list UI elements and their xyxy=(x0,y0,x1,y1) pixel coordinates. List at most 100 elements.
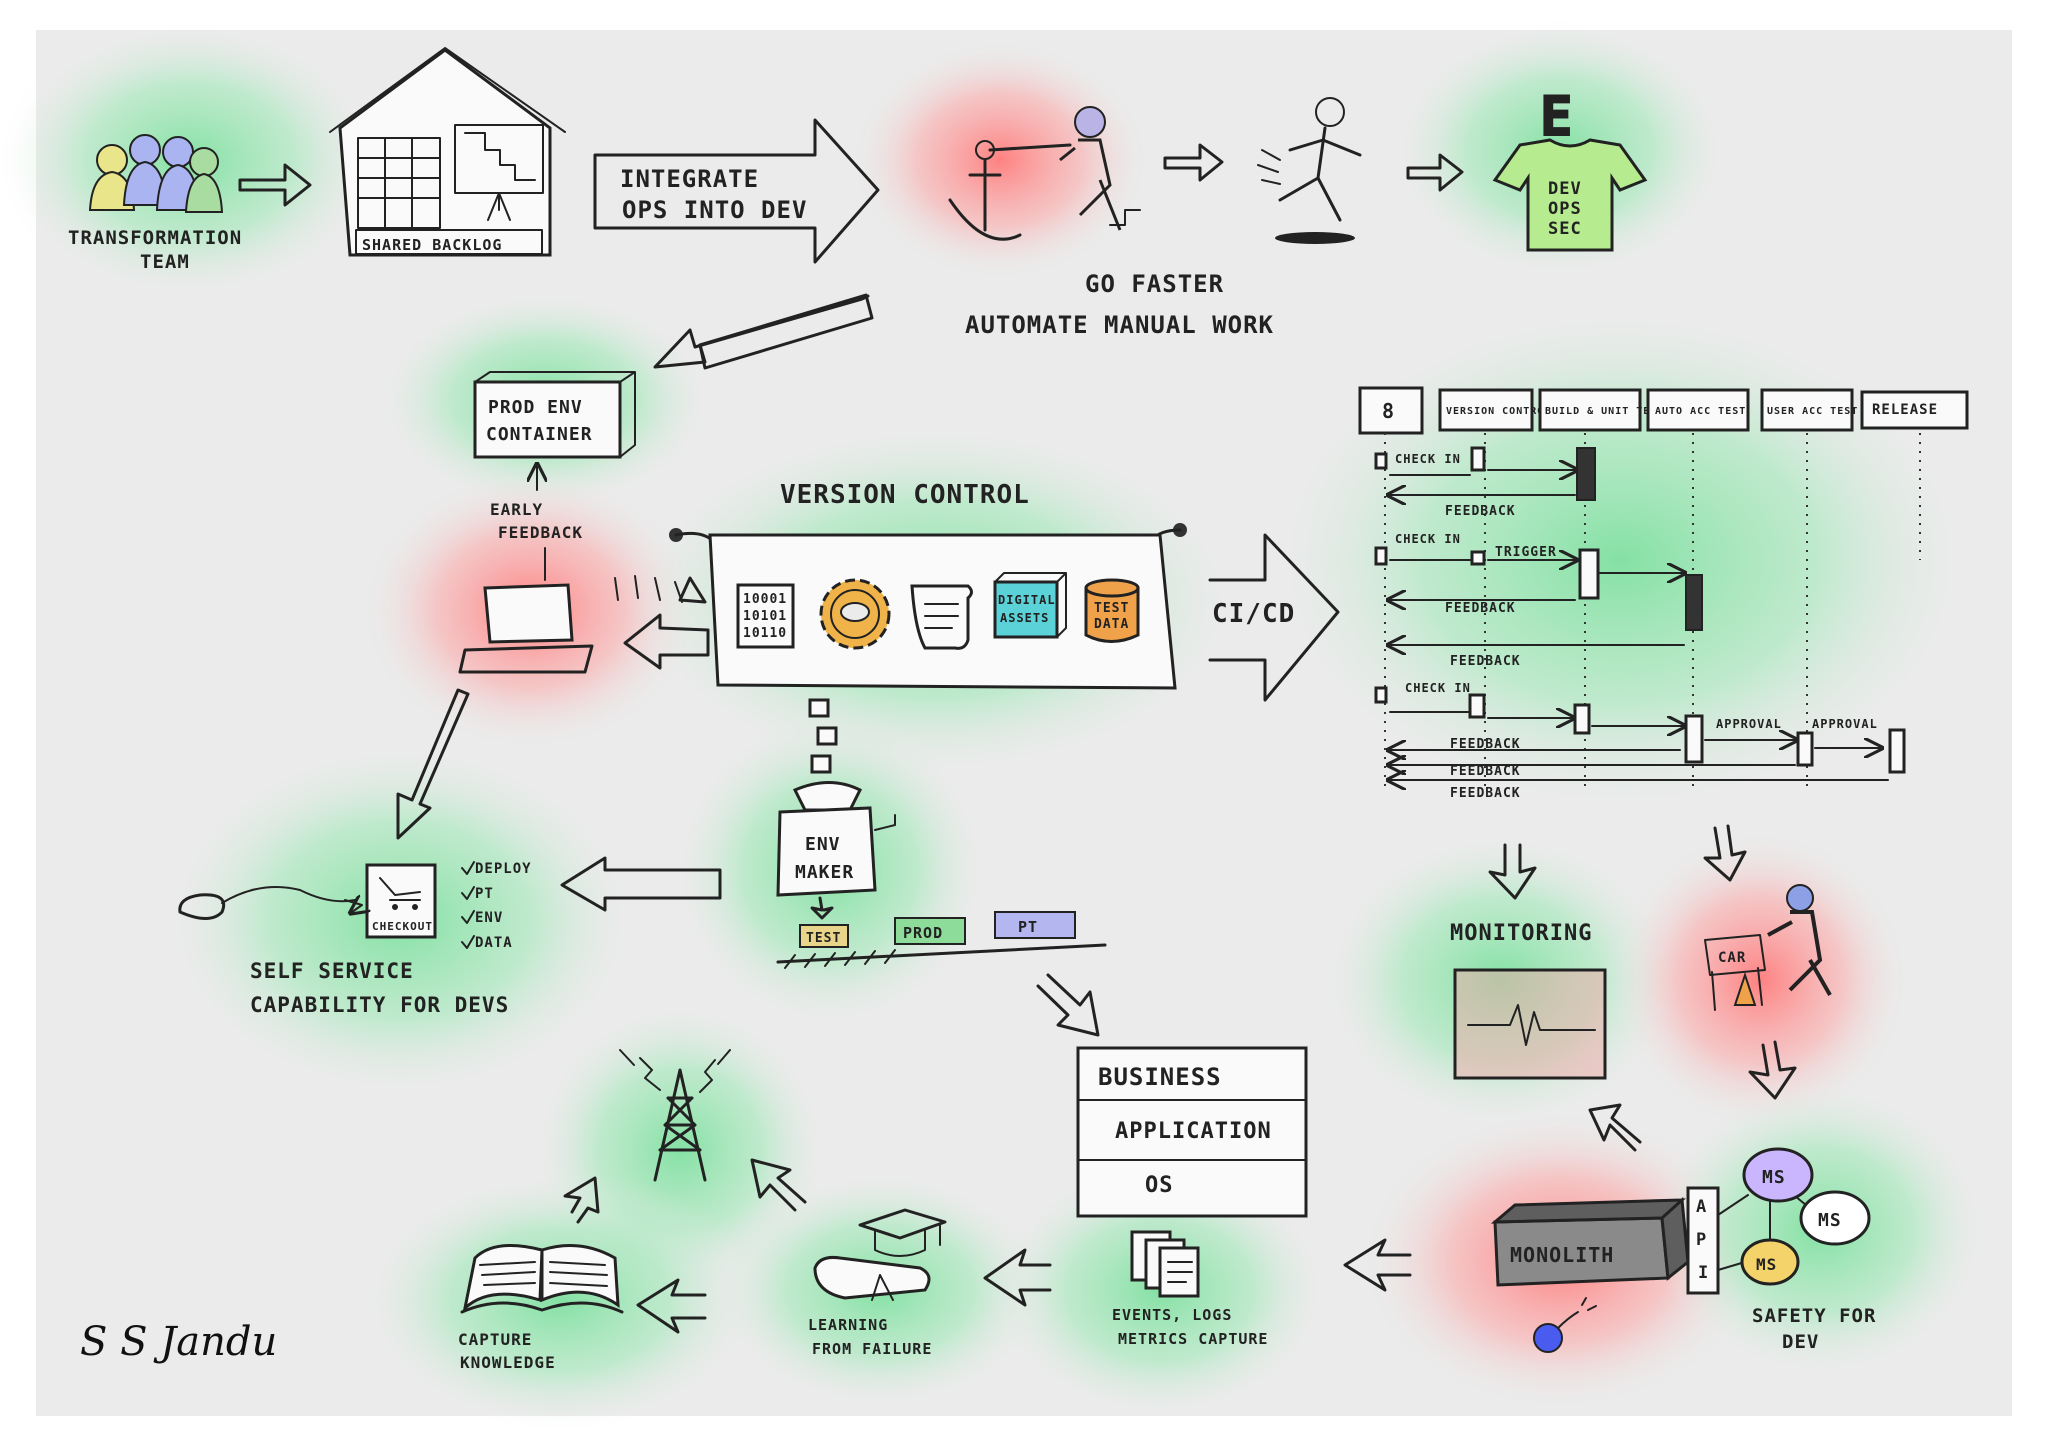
arrow-to-tshirt xyxy=(1406,153,1464,192)
checklist: DEPLOY PT ENV DATA xyxy=(461,861,532,951)
binary-row-3: 10110 xyxy=(743,626,787,641)
anchor-runner-icon xyxy=(948,106,1141,241)
binary-row-2: 10101 xyxy=(743,609,787,624)
api-i: I xyxy=(1698,1263,1709,1283)
ms-label: MS xyxy=(1818,1210,1842,1231)
automate-text: AUTOMATE MANUAL WORK xyxy=(965,311,1274,339)
lane2-feedback-1: FEEDBACK xyxy=(1445,601,1516,616)
arrow-to-police xyxy=(1703,824,1747,882)
lane3-feedback-1: FEEDBACK xyxy=(1450,737,1521,752)
arrow-to-runner xyxy=(1163,143,1224,182)
layer-business: BUSINESS xyxy=(1098,1063,1222,1091)
binary-row-1: 10001 xyxy=(743,592,787,607)
lane3-approval-2: APPROVAL xyxy=(1812,717,1878,731)
car-sign: CAR xyxy=(1718,950,1746,966)
layer-os: OS xyxy=(1145,1173,1174,1198)
integrate-ops-arrow: INTEGRATE OPS INTO DEV xyxy=(593,118,880,264)
arrow-up-from-monolith xyxy=(1588,1103,1642,1152)
checklist-item-env: ENV xyxy=(475,910,503,926)
pipeline-diagram: 8 VERSION CONTROL BUILD & UNIT TEST AUTO… xyxy=(1358,386,1969,801)
tshirt-dev: DEV xyxy=(1548,179,1582,199)
radio-tower-icon xyxy=(619,1049,731,1182)
belt-box-pt: PT xyxy=(994,911,1076,939)
test-data-cylinder-icon: TEST DATA xyxy=(1084,578,1140,643)
conveyor-belt: TEST PROD PT xyxy=(776,911,1107,969)
pipeline-header-version-control: VERSION CONTROL xyxy=(1438,388,1551,432)
self-service-line1: SELF SERVICE xyxy=(250,959,414,983)
arrow-to-self-service xyxy=(560,856,722,912)
lane1-check-in: CHECK IN xyxy=(1395,452,1461,466)
ms-bubble-2: MS xyxy=(1799,1190,1871,1246)
checklist-item-deploy: DEPLOY xyxy=(475,861,532,877)
prod-env-container: PROD ENV CONTAINER xyxy=(473,371,636,459)
lane3-feedback-2: FEEDBACK xyxy=(1450,764,1521,779)
prod-env-line2: CONTAINER xyxy=(486,424,593,445)
api-a: A xyxy=(1696,1197,1707,1217)
binary-file-icon: 10001 10101 10110 xyxy=(736,583,795,649)
lane2-feedback-2: FEEDBACK xyxy=(1450,654,1521,669)
header-label: AUTO ACC TEST xyxy=(1655,406,1746,417)
capture-line1: CAPTURE xyxy=(458,1330,532,1349)
learning-from-failure-icon: LEARNING FROM FAILURE xyxy=(808,1208,947,1358)
monolith-cluster: MONOLITH A P I MS MS MS SAFETY FOR DEV xyxy=(1490,1147,1875,1353)
belt-box-test: TEST xyxy=(799,924,849,948)
digital-assets-line1: DIGITAL xyxy=(998,593,1056,607)
self-service-checkout: CHECKOUT DEPLOY PT ENV DATA SELF SERVICE… xyxy=(178,861,532,1017)
tshirt-sec: SEC xyxy=(1548,219,1582,239)
ms-label: MS xyxy=(1762,1167,1786,1188)
header-label: VERSION CONTROL xyxy=(1446,406,1551,417)
layer-application: APPLICATION xyxy=(1115,1119,1272,1144)
header-label: RELEASE xyxy=(1872,402,1938,418)
arrow-down-to-ms xyxy=(1748,1040,1797,1100)
police-officer-icon: CAR xyxy=(1704,884,1832,1011)
digital-assets-icon: DIGITAL ASSETS xyxy=(993,572,1067,639)
events-logs-icon: EVENTS, LOGS METRICS CAPTURE xyxy=(1112,1230,1268,1348)
events-line2: METRICS CAPTURE xyxy=(1118,1330,1268,1348)
gear-icon xyxy=(819,578,891,650)
backlog-label: SHARED BACKLOG xyxy=(362,236,502,254)
running-man-icon xyxy=(1257,97,1362,244)
lane3-feedback-3: FEEDBACK xyxy=(1450,786,1521,801)
arrow-team-to-backlog xyxy=(238,163,312,207)
arrow-knowledge-to-tower xyxy=(563,1176,600,1224)
arrow-conveyor-to-layers xyxy=(1036,973,1100,1037)
team-people-icon xyxy=(88,134,224,213)
arrow-laptop-to-self-service xyxy=(396,688,470,840)
api-p: P xyxy=(1696,1230,1707,1250)
lane3-check-in: CHECK IN xyxy=(1405,681,1471,695)
checklist-item-data: DATA xyxy=(475,935,513,951)
pipeline-header-auto-acc: AUTO ACC TEST xyxy=(1646,388,1750,432)
lane2-trigger: TRIGGER xyxy=(1495,545,1557,560)
header-label: USER ACC TEST xyxy=(1767,406,1858,417)
env-maker-machine: ENV MAKER xyxy=(776,698,896,920)
cicd-label: CI/CD xyxy=(1212,599,1295,629)
env-maker-line2: MAKER xyxy=(795,862,854,883)
learning-line1: LEARNING xyxy=(808,1316,888,1334)
arrow-events-to-learning xyxy=(983,1248,1052,1307)
events-line1: EVENTS, LOGS xyxy=(1112,1306,1232,1324)
signature: S S Jandu xyxy=(80,1319,277,1365)
version-control-banner: VERSION CONTROL 10001 10101 10110 DIGITA… xyxy=(669,480,1187,690)
checklist-item-pt: PT xyxy=(475,886,494,902)
early-feedback-line1: EARLY xyxy=(490,500,543,519)
belt-box-prod: PROD xyxy=(894,917,966,945)
monitor-heartbeat-icon xyxy=(1453,968,1607,1080)
self-service-line2: CAPABILITY FOR DEVS xyxy=(250,993,509,1017)
layer-stack: BUSINESS APPLICATION OS xyxy=(1076,1046,1308,1218)
team-label-line2: TEAM xyxy=(140,251,190,273)
env-maker-line1: ENV xyxy=(805,834,841,855)
lane2-check-in: CHECK IN xyxy=(1395,532,1461,546)
devopssec-tshirt: E DEV OPS SEC xyxy=(1492,84,1648,252)
prod-env-line1: PROD ENV xyxy=(488,397,583,418)
go-faster-text: GO FASTER xyxy=(1085,270,1224,298)
capture-line2: KNOWLEDGE xyxy=(460,1353,556,1372)
ms-label: MS xyxy=(1756,1255,1777,1274)
ms-bubble-3: MS xyxy=(1740,1238,1800,1286)
sync-arrows-icon xyxy=(614,575,710,670)
monitoring-label: MONITORING xyxy=(1450,921,1592,946)
shared-backlog-house: SHARED BACKLOG xyxy=(329,47,566,257)
test-data-line2: DATA xyxy=(1094,617,1129,632)
scroll-document-icon xyxy=(910,584,973,650)
pipeline-first-header: 8 xyxy=(1382,399,1395,423)
lane3-approval-1: APPROVAL xyxy=(1716,717,1782,731)
